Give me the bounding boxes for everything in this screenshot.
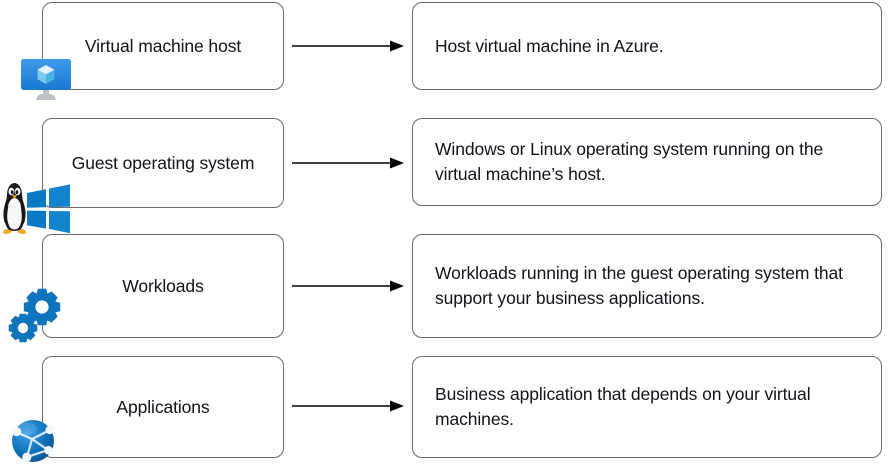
- term-label: Applications: [116, 396, 210, 417]
- definition-label: Business application that depends on you…: [435, 384, 811, 429]
- diagram-row-virtual-machine-host: Virtual machine host Host virtual machin…: [0, 0, 894, 110]
- definition-box-guest-operating-system[interactable]: Windows or Linux operating system runnin…: [412, 118, 882, 206]
- definition-label: Workloads running in the guest operating…: [435, 263, 843, 308]
- network-globe-icon: [11, 418, 59, 464]
- term-label: Workloads: [122, 275, 204, 296]
- virtual-machine-monitor-icon: [18, 57, 74, 103]
- term-box-applications[interactable]: Applications: [42, 356, 284, 458]
- definition-box-virtual-machine-host[interactable]: Host virtual machine in Azure.: [412, 2, 882, 90]
- gears-icon: [6, 288, 68, 346]
- term-label: Virtual machine host: [84, 35, 242, 56]
- definition-label: Host virtual machine in Azure.: [435, 35, 664, 56]
- definition-box-workloads[interactable]: Workloads running in the guest operating…: [412, 234, 882, 338]
- linux-penguin-and-windows-logo-icon: [2, 181, 72, 239]
- leads-to-arrow: [292, 156, 404, 170]
- definition-box-applications[interactable]: Business application that depends on you…: [412, 356, 882, 458]
- definition-label: Windows or Linux operating system runnin…: [435, 139, 824, 184]
- term-label: Guest operating system: [71, 152, 255, 173]
- leads-to-arrow: [292, 399, 404, 413]
- leads-to-arrow: [292, 39, 404, 53]
- term-box-workloads[interactable]: Workloads: [42, 234, 284, 338]
- leads-to-arrow: [292, 279, 404, 293]
- term-box-virtual-machine-host[interactable]: Virtual machine host: [42, 2, 284, 90]
- term-box-guest-operating-system[interactable]: Guest operating system: [42, 118, 284, 208]
